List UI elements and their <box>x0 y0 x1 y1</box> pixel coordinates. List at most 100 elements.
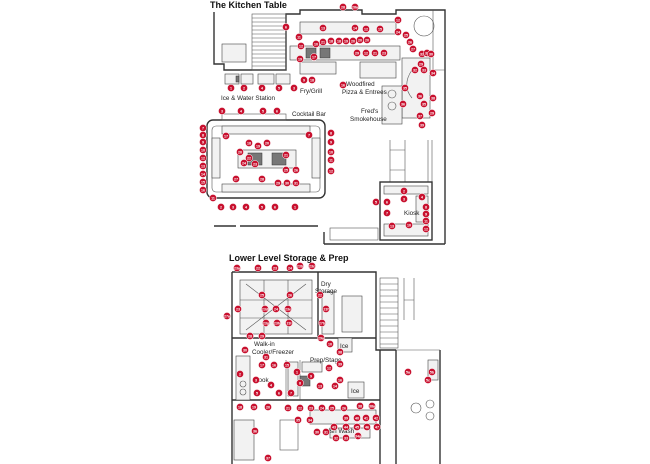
equipment-marker[interactable]: 28 <box>246 332 254 340</box>
equipment-marker[interactable]: 25 <box>258 291 266 299</box>
equipment-marker[interactable]: 18 <box>327 37 335 45</box>
equipment-marker-dot[interactable] <box>319 24 327 32</box>
equipment-marker-dot[interactable] <box>308 262 316 270</box>
equipment-marker[interactable]: 22 <box>296 404 304 412</box>
equipment-marker[interactable]: 16 <box>199 186 207 194</box>
equipment-marker[interactable]: 16 <box>336 376 344 384</box>
equipment-marker-dot[interactable] <box>418 193 426 201</box>
equipment-marker[interactable]: 38a <box>368 402 376 410</box>
equipment-marker-dot[interactable] <box>336 348 344 356</box>
equipment-marker[interactable]: 5 <box>253 389 261 397</box>
equipment-marker-dot[interactable] <box>267 381 275 389</box>
equipment-marker[interactable]: 5 <box>372 198 380 206</box>
equipment-marker[interactable]: 47 <box>373 423 381 431</box>
equipment-marker-dot[interactable] <box>283 361 291 369</box>
equipment-marker-dot[interactable] <box>362 25 370 33</box>
equipment-marker-dot[interactable] <box>258 361 266 369</box>
equipment-marker[interactable]: 3 <box>252 376 260 384</box>
equipment-marker-dot[interactable] <box>342 434 350 442</box>
equipment-marker-dot[interactable] <box>316 291 324 299</box>
equipment-marker[interactable]: 36 <box>251 427 259 435</box>
equipment-marker[interactable]: 26 <box>292 166 300 174</box>
equipment-marker[interactable]: 9 <box>300 76 308 84</box>
equipment-marker-dot[interactable] <box>402 31 410 39</box>
equipment-marker[interactable]: 19 <box>250 403 258 411</box>
equipment-marker-dot[interactable] <box>229 203 237 211</box>
equipment-marker-dot[interactable] <box>404 368 412 376</box>
equipment-marker[interactable]: 23h <box>273 319 281 327</box>
equipment-marker[interactable]: 20 <box>264 403 272 411</box>
equipment-marker-dot[interactable] <box>282 23 290 31</box>
equipment-marker[interactable]: 12 <box>362 49 370 57</box>
equipment-marker-dot[interactable] <box>199 186 207 194</box>
equipment-marker-dot[interactable] <box>275 84 283 92</box>
equipment-marker-dot[interactable] <box>295 33 303 41</box>
equipment-marker-dot[interactable] <box>271 203 279 211</box>
equipment-marker-dot[interactable] <box>234 305 242 313</box>
equipment-marker[interactable]: 34 <box>306 416 314 424</box>
equipment-marker[interactable]: 20 <box>356 36 364 44</box>
equipment-marker[interactable]: 16 <box>339 81 347 89</box>
equipment-marker[interactable]: 8 <box>296 379 304 387</box>
equipment-marker-dot[interactable] <box>406 38 414 46</box>
equipment-marker-dot[interactable] <box>296 379 304 387</box>
equipment-marker-dot[interactable] <box>351 3 359 11</box>
equipment-marker[interactable]: 23a <box>233 264 241 272</box>
equipment-marker-dot[interactable] <box>282 166 290 174</box>
equipment-marker[interactable]: 4 <box>242 203 250 211</box>
equipment-marker-dot[interactable] <box>427 50 435 58</box>
equipment-marker[interactable]: 29 <box>353 49 361 57</box>
equipment-marker[interactable]: 7 <box>383 209 391 217</box>
equipment-marker-dot[interactable] <box>240 84 248 92</box>
equipment-marker-dot[interactable] <box>284 305 292 313</box>
equipment-marker[interactable]: 26 <box>286 291 294 299</box>
equipment-marker[interactable]: 9 <box>422 210 430 218</box>
equipment-marker[interactable]: 10 <box>312 40 320 48</box>
equipment-marker[interactable]: 23d <box>261 305 269 313</box>
equipment-marker[interactable]: 23g <box>262 319 270 327</box>
equipment-marker[interactable]: 11 <box>295 33 303 41</box>
equipment-marker-dot[interactable] <box>307 404 315 412</box>
equipment-marker[interactable]: 40 <box>353 414 361 422</box>
equipment-marker-dot[interactable] <box>282 151 290 159</box>
equipment-marker[interactable]: 23 <box>271 264 279 272</box>
equipment-marker-dot[interactable] <box>270 361 278 369</box>
equipment-marker-dot[interactable] <box>420 66 428 74</box>
equipment-marker-dot[interactable] <box>242 203 250 211</box>
equipment-marker-dot[interactable] <box>236 403 244 411</box>
equipment-marker-dot[interactable] <box>287 389 295 397</box>
equipment-marker-dot[interactable] <box>254 142 262 150</box>
equipment-marker-dot[interactable] <box>340 404 348 412</box>
equipment-marker-dot[interactable] <box>262 353 270 361</box>
equipment-marker[interactable]: 29 <box>258 332 266 340</box>
equipment-marker-dot[interactable] <box>327 167 335 175</box>
equipment-marker[interactable]: 21 <box>282 151 290 159</box>
equipment-marker-dot[interactable] <box>363 36 371 44</box>
equipment-marker-dot[interactable] <box>290 84 298 92</box>
equipment-marker-dot[interactable] <box>332 434 340 442</box>
equipment-marker[interactable]: 17 <box>258 361 266 369</box>
equipment-marker[interactable]: 6 <box>271 203 279 211</box>
equipment-marker[interactable]: 13 <box>319 24 327 32</box>
equipment-marker[interactable]: 2 <box>240 84 248 92</box>
equipment-marker-dot[interactable] <box>308 76 316 84</box>
equipment-marker-dot[interactable] <box>399 100 407 108</box>
equipment-marker[interactable]: 2 <box>236 370 244 378</box>
equipment-marker-dot[interactable] <box>199 170 207 178</box>
equipment-marker-dot[interactable] <box>273 319 281 327</box>
equipment-marker[interactable]: 5 <box>275 84 283 92</box>
equipment-marker-dot[interactable] <box>264 454 272 462</box>
equipment-marker-dot[interactable] <box>251 427 259 435</box>
equipment-marker[interactable]: 34a <box>354 432 362 440</box>
equipment-marker-dot[interactable] <box>326 340 334 348</box>
equipment-marker-dot[interactable] <box>209 194 217 202</box>
equipment-marker-dot[interactable] <box>283 179 291 187</box>
equipment-marker-dot[interactable] <box>383 209 391 217</box>
equipment-marker[interactable]: 8 <box>199 131 207 139</box>
equipment-marker[interactable]: 11 <box>422 217 430 225</box>
equipment-marker[interactable]: 6 <box>383 198 391 206</box>
equipment-marker[interactable]: 5a <box>404 368 412 376</box>
equipment-marker[interactable]: 5 <box>259 107 267 115</box>
equipment-marker-dot[interactable] <box>217 203 225 211</box>
equipment-marker-dot[interactable] <box>400 195 408 203</box>
